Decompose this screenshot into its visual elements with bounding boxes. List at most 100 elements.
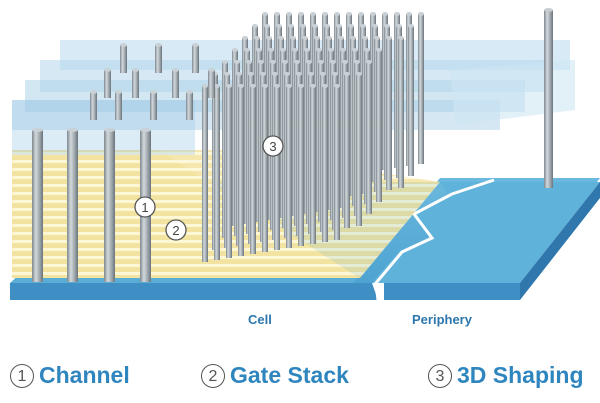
channel-pillar-cap: [308, 72, 314, 76]
channel-pillar-cap: [350, 36, 356, 40]
channel-pillar-front: [104, 130, 115, 282]
channel-pillar-short: [120, 45, 127, 73]
channel-pillar-short: [192, 45, 199, 73]
channel-pillar-cap: [232, 48, 238, 52]
channel-pillar-cap: [330, 60, 336, 64]
substrate-side: [520, 182, 600, 300]
channel-pillar: [376, 50, 382, 202]
legend-label-gate-stack: Gate Stack: [230, 362, 349, 388]
channel-pillar-cap: [338, 36, 344, 40]
channel-pillar-cap: [310, 12, 316, 16]
channel-pillar-short: [186, 92, 193, 120]
channel-pillar-cap: [316, 48, 322, 52]
channel-pillar-cap: [224, 72, 230, 76]
channel-pillar-cap: [304, 48, 310, 52]
legend-item-gate-stack: 2 Gate Stack: [201, 362, 349, 389]
channel-pillar-cap: [360, 24, 366, 28]
legend-num-1: 1: [10, 363, 34, 388]
channel-pillar-short: [104, 70, 111, 98]
channel-pillar-cap: [372, 24, 378, 28]
channel-pillar-cap: [354, 60, 360, 64]
channel-pillar-cap: [320, 72, 326, 76]
channel-pillar-cap: [312, 24, 318, 28]
channel-pillar-cap: [238, 84, 244, 88]
channel-pillar-cap: [408, 24, 414, 28]
region-label-periphery: Periphery: [412, 312, 472, 327]
channel-pillar-short-cap: [155, 43, 162, 47]
channel-pillar-cap: [258, 60, 264, 64]
channel-pillar: [398, 38, 404, 188]
channel-pillar-short-cap: [172, 68, 179, 72]
channel-pillar-cap: [292, 48, 298, 52]
channel-pillar-cap: [348, 24, 354, 28]
channel-pillar-front: [67, 130, 78, 282]
legend-num-2: 2: [201, 363, 225, 388]
channel-pillar: [238, 86, 244, 256]
channel-pillar-cap: [344, 72, 350, 76]
channel-pillar-short-cap: [90, 90, 97, 94]
channel-pillar-front-cap: [104, 128, 115, 132]
channel-pillar-short: [132, 70, 139, 98]
channel-pillar-cap: [288, 24, 294, 28]
channel-pillar-cap: [254, 36, 260, 40]
channel-pillar: [286, 86, 292, 248]
channel-pillar-cap: [278, 36, 284, 40]
channel-pillar-short: [150, 92, 157, 120]
channel-pillar-cap: [370, 12, 376, 16]
channel-pillar-cap: [256, 48, 262, 52]
channel-pillar-cap: [374, 36, 380, 40]
channel-pillar-short-cap: [150, 90, 157, 94]
channel-pillar-front: [32, 130, 43, 282]
channel-pillar-cap: [326, 36, 332, 40]
channel-pillar-cap: [262, 84, 268, 88]
channel-pillar-cap: [268, 48, 274, 52]
layer-stack: [12, 150, 360, 278]
channel-pillar-cap: [300, 24, 306, 28]
region-label-cell: Cell: [248, 312, 272, 327]
channel-pillar-cap: [396, 24, 402, 28]
channel-pillar-cap: [298, 84, 304, 88]
channel-pillar-short-cap: [115, 90, 122, 94]
gate-plane-right: [450, 60, 575, 125]
legend-item-3d-shaping: 3 3D Shaping: [428, 362, 584, 389]
channel-pillar-cap: [286, 12, 292, 16]
channel-pillar-short-cap: [192, 43, 199, 47]
channel-pillar-cap: [284, 72, 290, 76]
legend-num-3: 3: [428, 363, 452, 388]
channel-pillar: [334, 86, 340, 240]
channel-pillar-cap: [340, 48, 346, 52]
channel-pillar-cap: [252, 24, 258, 28]
channel-pillar-cap: [394, 12, 400, 16]
channel-pillar-cap: [274, 12, 280, 16]
legend-label-channel: Channel: [39, 362, 130, 388]
channel-pillar-cap: [290, 36, 296, 40]
channel-pillar: [366, 62, 372, 214]
channel-pillar-short: [90, 92, 97, 120]
channel-pillar-cap: [310, 84, 316, 88]
channel-pillar-cap: [358, 12, 364, 16]
channel-pillar-cap: [318, 60, 324, 64]
channel-pillar-cap: [302, 36, 308, 40]
legend-item-channel: 1 Channel: [10, 362, 130, 389]
channel-pillar-cap: [246, 60, 252, 64]
channel-pillar: [298, 86, 304, 246]
channel-pillar-cap: [306, 60, 312, 64]
channel-pillar-cap: [234, 60, 240, 64]
channel-pillar-cap: [382, 12, 388, 16]
channel-pillar-cap: [286, 84, 292, 88]
callout-1: 1: [134, 196, 156, 218]
channel-pillar-cap: [334, 84, 340, 88]
channel-pillar-cap: [248, 72, 254, 76]
periphery-pillar-cap: [544, 8, 553, 12]
channel-pillar-cap: [314, 36, 320, 40]
substrate-front-cell: [10, 283, 378, 300]
channel-pillar-cap: [270, 60, 276, 64]
channel-pillar-cap: [364, 48, 370, 52]
channel-pillar-cap: [322, 84, 328, 88]
channel-pillar-cap: [236, 72, 242, 76]
channel-pillar-cap: [214, 84, 220, 88]
channel-pillar-cap: [260, 72, 266, 76]
channel-pillar: [386, 38, 392, 190]
channel-pillar-short-cap: [186, 90, 193, 94]
channel-pillar-cap: [322, 12, 328, 16]
